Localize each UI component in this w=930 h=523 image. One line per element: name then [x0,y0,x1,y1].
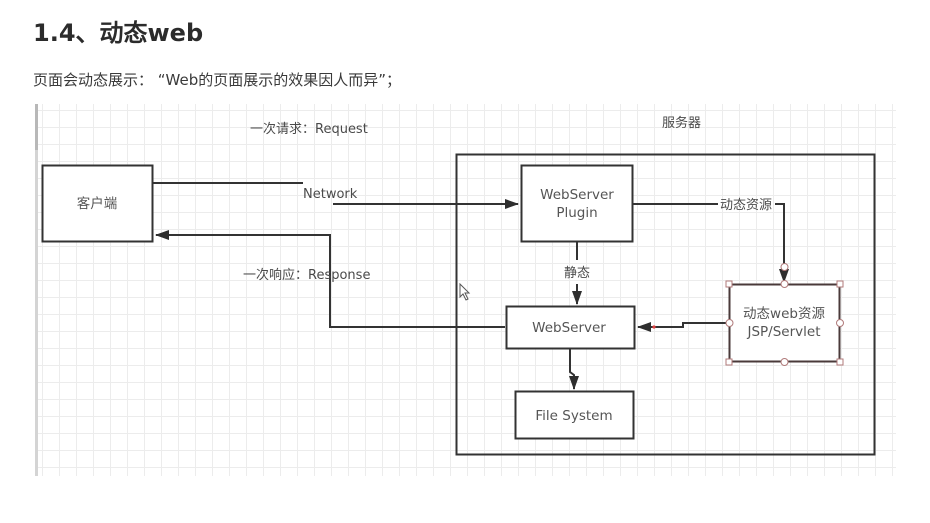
handle-top-right[interactable] [836,280,844,288]
intro-text: 页面会动态展示： “Web的页面展示的效果因人而异”； [33,71,402,89]
handle-bottom-right[interactable] [836,358,844,366]
network-label: Network [303,187,358,202]
filesystem-node[interactable] [514,390,635,440]
server-frame[interactable] [455,153,876,456]
plugin-label-line2: Plugin [556,205,597,221]
dynamic-resource-label: 动态资源 [720,198,772,213]
webserver-plugin-node[interactable] [520,164,634,243]
selection-handles[interactable] [725,263,844,366]
handle-bottom-left[interactable] [725,358,733,366]
filesystem-connector[interactable] [569,349,579,390]
dynamic-connector-down[interactable] [775,203,789,283]
server-group-label: 服务器 [662,115,701,131]
plugin-label-line1: WebServer [540,187,614,203]
static-label: 静态 [564,266,590,281]
dynamic-label-line1: 动态web资源 [743,306,825,322]
canvas-scroll-indicator[interactable] [35,104,38,150]
handle-right-mid[interactable] [836,319,844,327]
connector-endpoint-dot [652,325,656,329]
handle-top-left[interactable] [725,280,733,288]
dynamic-to-webserver-connector[interactable] [637,322,728,332]
client-label: 客户端 [77,195,118,212]
response-connector[interactable] [155,230,505,328]
handle-left-mid[interactable] [725,319,734,327]
handle-top-mid[interactable] [780,280,789,288]
filesystem-label: File System [535,408,612,424]
canvas-left-border [35,104,38,476]
dynamic-resource-node[interactable] [728,283,841,363]
request-label: 一次请求：Request [250,121,368,137]
webserver-node[interactable] [505,305,636,350]
handle-connector-top[interactable] [780,263,789,271]
webserver-label: WebServer [532,320,606,336]
response-label: 一次响应：Response [243,267,370,283]
dynamic-label-line2: JSP/Servlet [746,324,820,340]
section-heading: 1.4、动态web [33,19,204,47]
handle-bottom-mid[interactable] [780,358,789,366]
client-node[interactable] [41,164,154,243]
mouse-pointer-icon [459,283,471,301]
